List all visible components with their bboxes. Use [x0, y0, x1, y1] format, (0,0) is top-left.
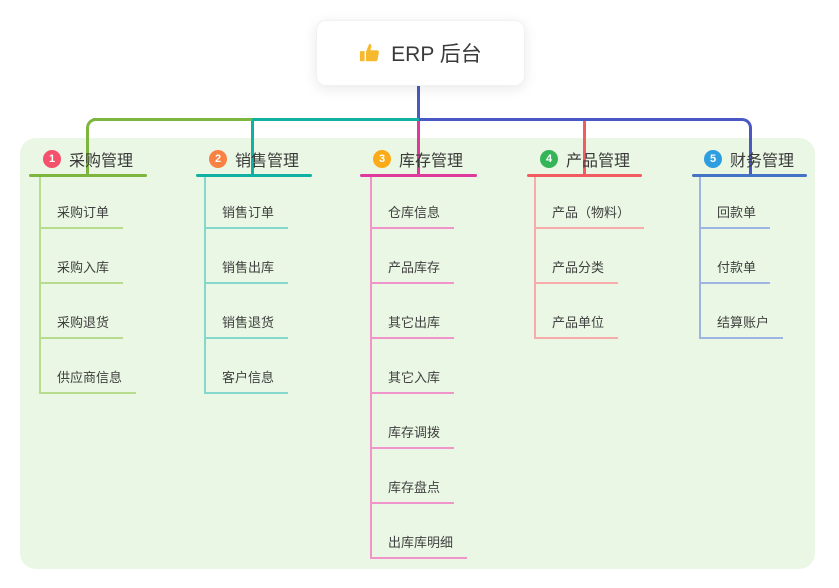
- child-node[interactable]: 销售出库: [204, 258, 289, 284]
- badge-5-icon: 5: [704, 150, 722, 168]
- child-node[interactable]: 供应商信息: [39, 368, 137, 394]
- branch3-drop-line: [417, 121, 420, 174]
- branch2-label: 销售管理: [235, 153, 300, 170]
- bus-line-teal: [252, 118, 419, 121]
- child-node[interactable]: 仓库信息: [370, 203, 455, 229]
- branch-node-inventory[interactable]: 3 库存管理: [373, 147, 463, 171]
- branches-background-panel: [20, 138, 815, 569]
- bus-line-indigo: [419, 118, 741, 121]
- branch2-spine: [204, 177, 206, 394]
- child-node[interactable]: 其它入库: [370, 368, 455, 394]
- child-node[interactable]: 采购入库: [39, 258, 124, 284]
- branch1-underline: [29, 174, 147, 177]
- branch5-spine: [699, 177, 701, 339]
- badge-3-icon: 3: [373, 150, 391, 168]
- child-node[interactable]: 销售退货: [204, 313, 289, 339]
- branch3-spine: [370, 177, 372, 559]
- child-node[interactable]: 产品单位: [534, 313, 619, 339]
- branch-node-finance[interactable]: 5 财务管理: [704, 147, 794, 171]
- branch-node-purchase[interactable]: 1 采购管理: [43, 147, 133, 171]
- child-node[interactable]: 采购订单: [39, 203, 124, 229]
- branch3-label: 库存管理: [399, 153, 464, 170]
- branch5-drop-line: [749, 129, 752, 174]
- branch1-drop-line: [86, 129, 89, 174]
- branch5-label: 财务管理: [730, 153, 795, 170]
- badge-2-icon: 2: [209, 150, 227, 168]
- branch3-underline: [360, 174, 477, 177]
- badge-1-icon: 1: [43, 150, 61, 168]
- child-node[interactable]: 其它出库: [370, 313, 455, 339]
- branch2-underline: [196, 174, 312, 177]
- child-node[interactable]: 产品库存: [370, 258, 455, 284]
- child-node[interactable]: 采购退货: [39, 313, 124, 339]
- child-node[interactable]: 付款单: [699, 258, 771, 284]
- branch-node-sales[interactable]: 2 销售管理: [209, 147, 299, 171]
- root-node-erp[interactable]: ERP 后台: [316, 20, 525, 86]
- child-node[interactable]: 产品（物料）: [534, 203, 645, 229]
- child-node[interactable]: 库存盘点: [370, 478, 455, 504]
- bus-line-green: [93, 118, 252, 121]
- child-node[interactable]: 结算账户: [699, 313, 784, 339]
- child-node[interactable]: 库存调拨: [370, 423, 455, 449]
- root-connector-line: [417, 84, 420, 121]
- child-node[interactable]: 出库库明细: [370, 533, 468, 559]
- branch1-label: 采购管理: [69, 153, 134, 170]
- child-node[interactable]: 销售订单: [204, 203, 289, 229]
- branch4-underline: [527, 174, 642, 177]
- branch5-underline: [692, 174, 807, 177]
- child-node[interactable]: 客户信息: [204, 368, 289, 394]
- branch2-drop-line: [251, 121, 254, 174]
- child-node[interactable]: 回款单: [699, 203, 771, 229]
- branch1-spine: [39, 177, 41, 394]
- branch4-spine: [534, 177, 536, 339]
- branch4-drop-line: [583, 121, 586, 174]
- branch4-label: 产品管理: [566, 153, 631, 170]
- thumbs-up-icon: [359, 42, 381, 64]
- child-node[interactable]: 产品分类: [534, 258, 619, 284]
- branch-node-product[interactable]: 4 产品管理: [540, 147, 630, 171]
- bus-corner-left: [86, 118, 100, 132]
- root-node-title: ERP 后台: [391, 43, 482, 66]
- bus-corner-right: [738, 118, 752, 132]
- badge-4-icon: 4: [540, 150, 558, 168]
